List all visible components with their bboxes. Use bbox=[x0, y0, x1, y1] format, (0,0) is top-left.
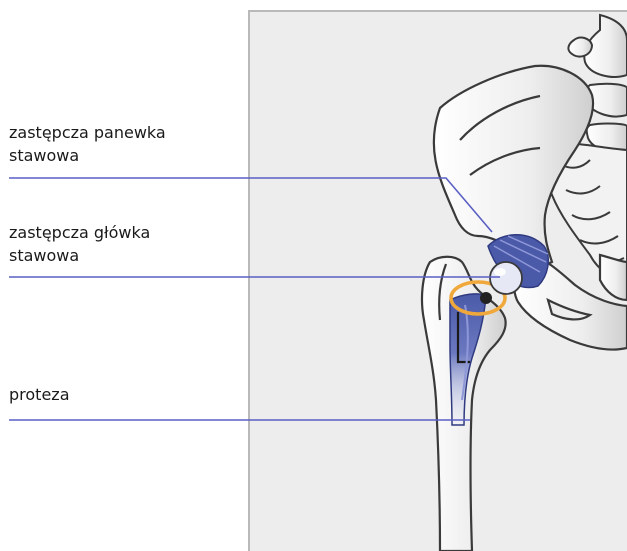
label-femoral-head: zastępcza główka stawowa bbox=[9, 221, 150, 267]
femoral-head-ball bbox=[490, 262, 522, 294]
acetabular-cup-implant bbox=[488, 235, 548, 294]
label-acetabular-cup: zastępcza panewka stawowa bbox=[9, 121, 166, 167]
label-prosthesis: proteza bbox=[9, 383, 70, 406]
stem-neck-hole bbox=[480, 292, 492, 304]
